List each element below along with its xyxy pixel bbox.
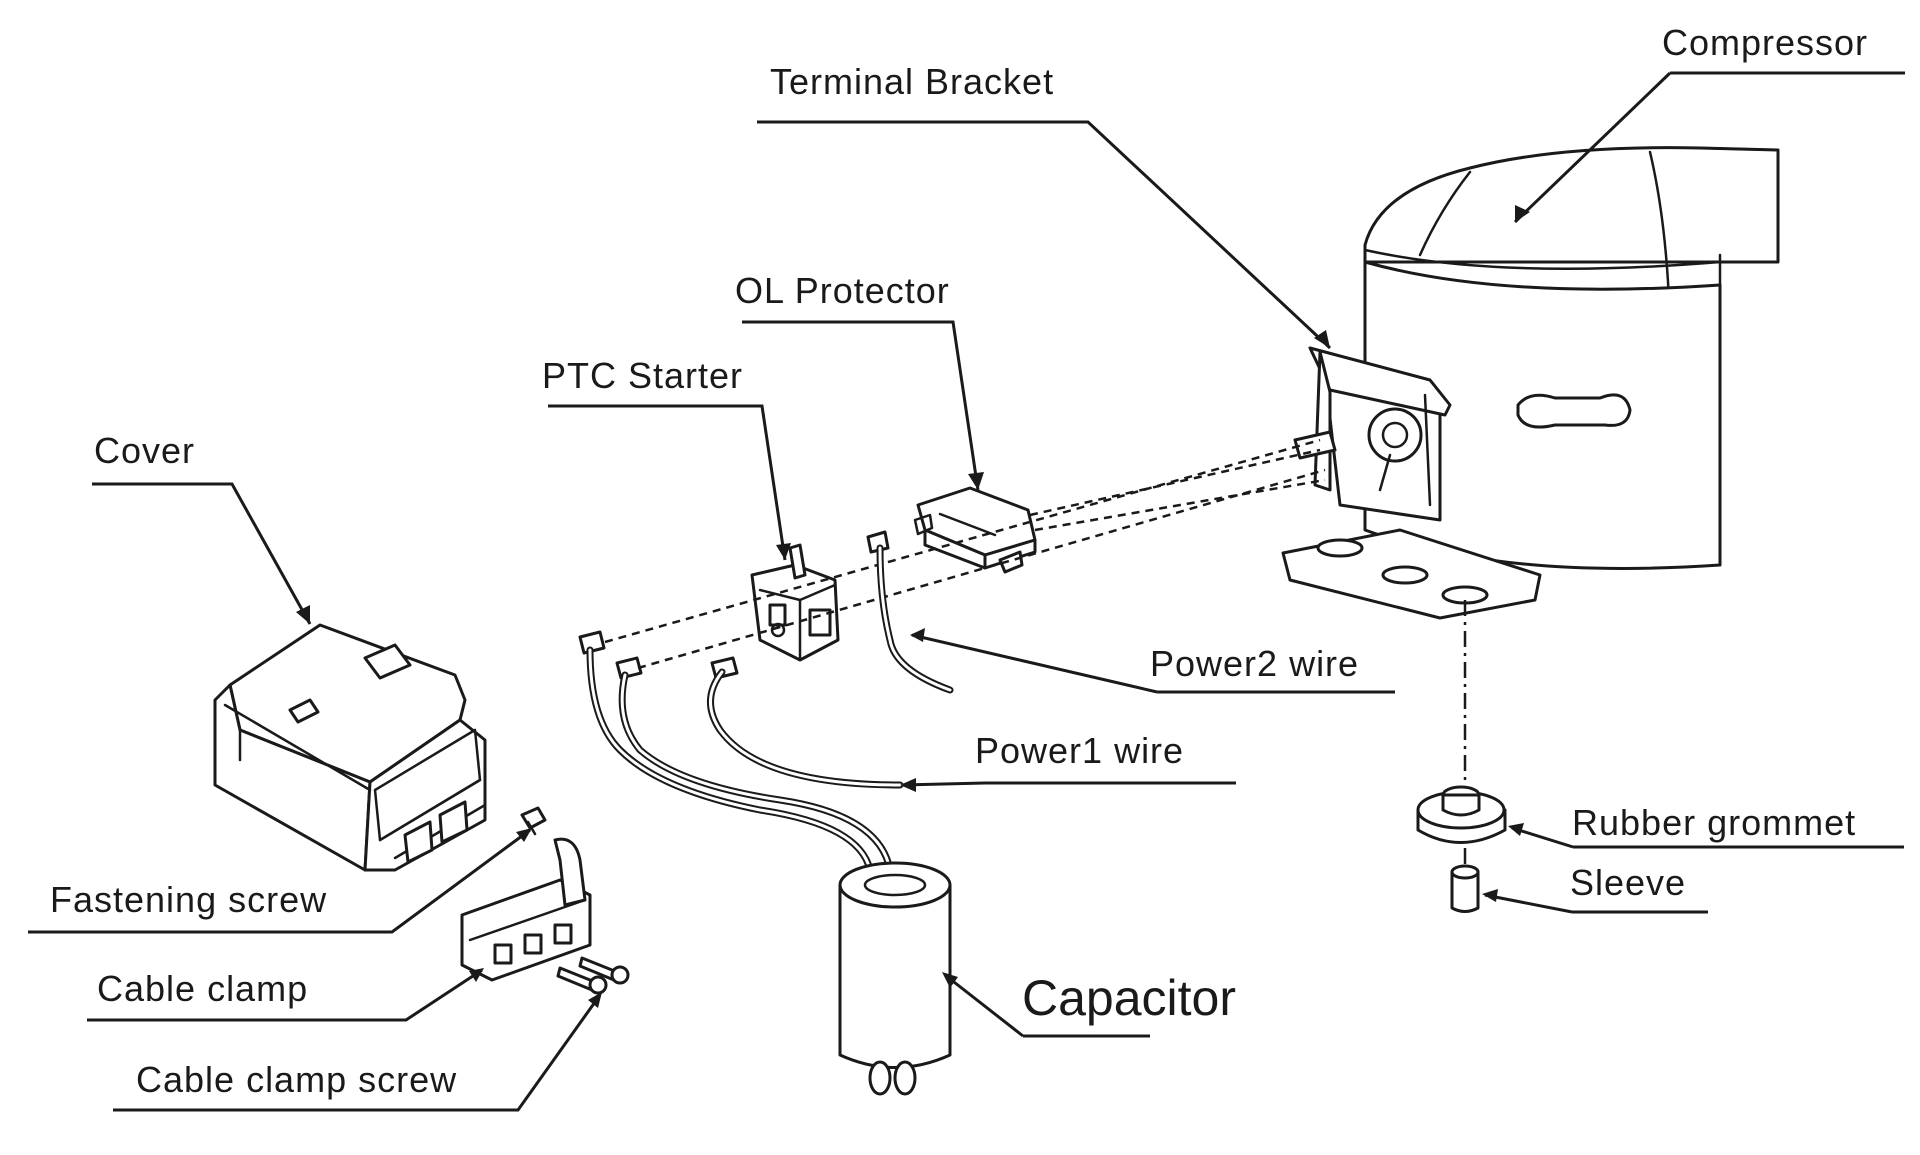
label-cover: Cover [94,430,195,471]
label-ptc-starter: PTC Starter [542,355,743,396]
ol-protector [913,486,1037,574]
labels: Compressor Terminal Bracket OL Protector… [50,22,1868,1100]
label-power2-wire: Power2 wire [1150,643,1359,684]
label-terminal-bracket: Terminal Bracket [770,61,1054,102]
ptc-starter [750,543,840,662]
label-rubber-grommet: Rubber grommet [1572,802,1856,843]
label-sleeve: Sleeve [1570,862,1686,903]
sleeve [1450,864,1480,913]
leader-lines [28,71,1905,1112]
cable-clamp-screws [556,956,630,995]
label-power1-wire: Power1 wire [975,730,1184,771]
cover [213,623,487,872]
assembly-lines [604,438,1467,880]
wires [586,544,954,874]
cable-clamp [460,837,592,982]
fastening-screw [520,806,547,836]
label-compressor: Compressor [1662,22,1868,63]
label-cable-clamp-screw: Cable clamp screw [136,1059,457,1100]
rubber-grommet [1416,785,1507,844]
label-fastening-screw: Fastening screw [50,879,327,920]
capacitor [838,861,952,1096]
compressor [1281,146,1780,620]
label-capacitor: Capacitor [1022,970,1236,1026]
label-cable-clamp: Cable clamp [97,968,308,1009]
label-ol-protector: OL Protector [735,270,950,311]
connectors [578,530,890,680]
